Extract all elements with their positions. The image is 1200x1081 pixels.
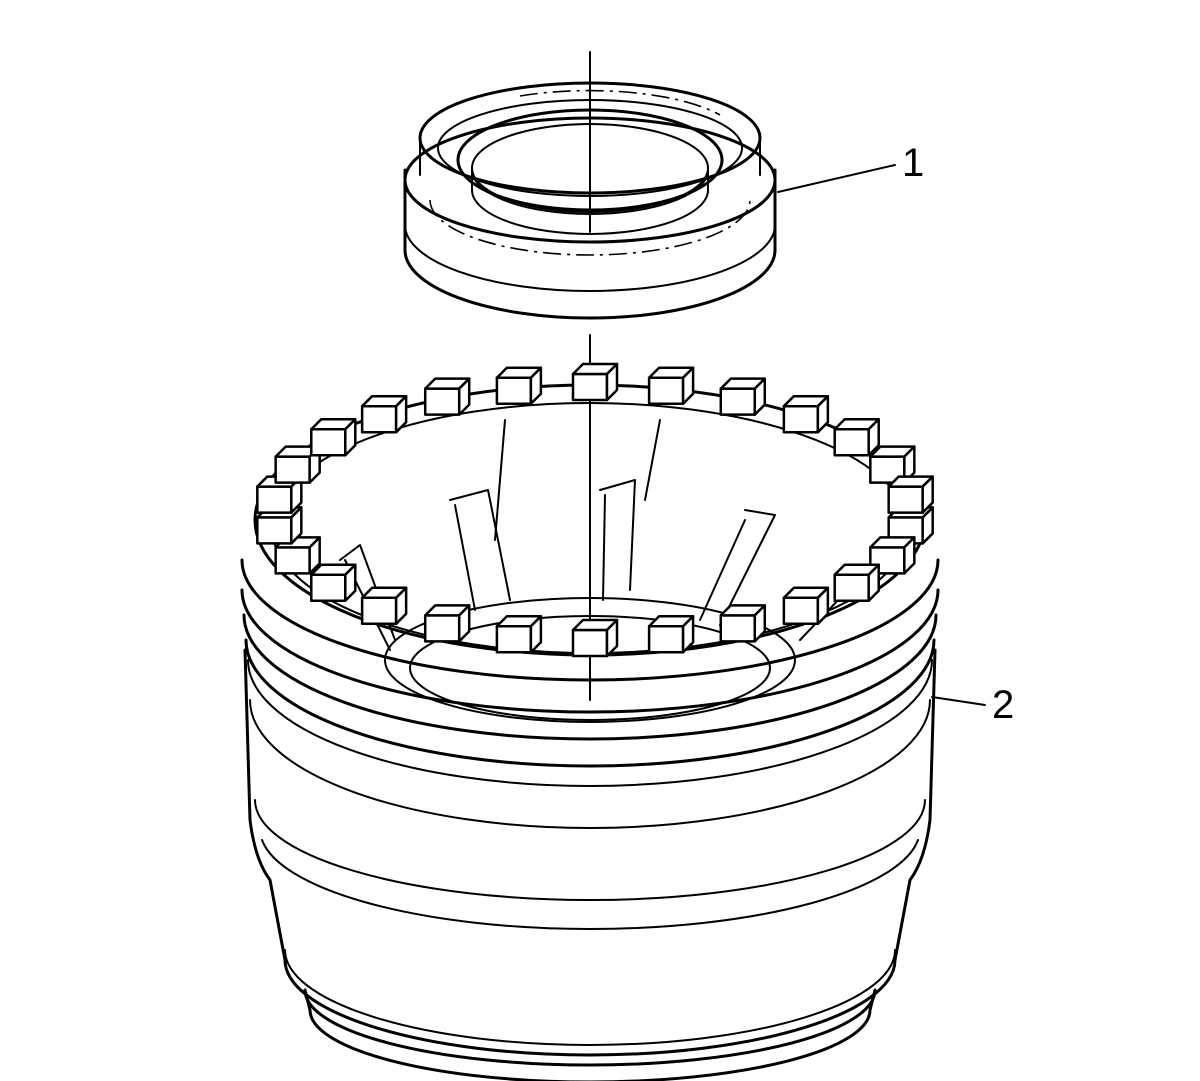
callout-label-1: 1	[902, 141, 924, 185]
cage-tooth	[310, 418, 357, 457]
cage-tooth	[647, 615, 695, 654]
cage-tooth	[719, 604, 767, 643]
cage-tooth	[719, 377, 767, 416]
cage-tooth	[887, 475, 934, 514]
cage-tooth	[782, 586, 830, 626]
cage-tooth	[571, 362, 619, 402]
cage-tooth	[360, 394, 408, 434]
callout-1: 1	[777, 141, 924, 193]
cage-tooth	[360, 586, 408, 626]
callout-label-2: 2	[992, 683, 1014, 727]
cage-tooth	[647, 366, 695, 405]
cage-tooth	[423, 377, 471, 416]
cage-tooth	[495, 366, 543, 405]
cage-tooth	[782, 394, 830, 434]
cage-tooth	[423, 604, 471, 643]
callout-2: 2	[931, 683, 1014, 727]
cage-tooth	[833, 418, 880, 457]
cage-teeth	[256, 362, 934, 658]
cage-tooth	[833, 563, 880, 602]
cage-tooth	[495, 615, 543, 654]
cage-tooth	[571, 618, 619, 658]
cage-tooth	[310, 563, 357, 602]
